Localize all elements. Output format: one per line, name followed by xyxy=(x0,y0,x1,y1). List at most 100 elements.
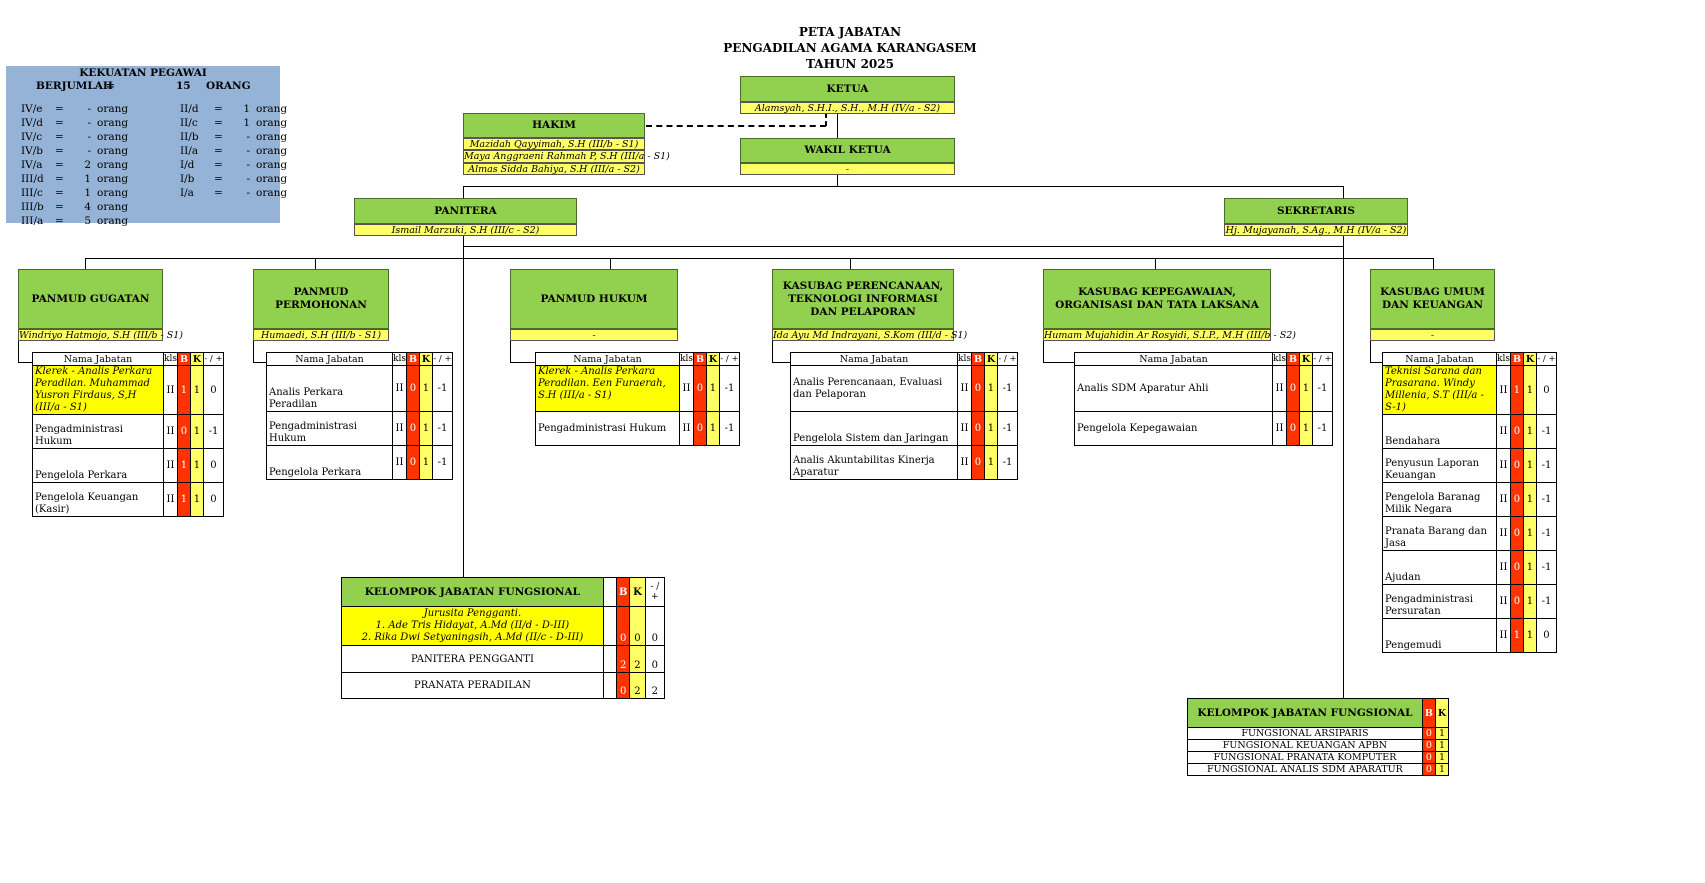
job-b: 0 xyxy=(692,411,707,446)
connector xyxy=(1370,340,1371,362)
job-name: Penyusun Laporan Keuangan xyxy=(1382,448,1497,483)
job-k: 1 xyxy=(705,365,720,412)
grade-count: - xyxy=(87,117,91,129)
grade-label: II/b xyxy=(180,131,199,143)
connector xyxy=(1043,340,1044,362)
kjf-row-pranata-peradilan: PRANATA PERADILAN xyxy=(341,672,604,699)
kjf-diff-value: 0 xyxy=(644,606,666,646)
table-row: Klerek - Analis Perkara Peradilan. Muham… xyxy=(32,365,224,415)
kjf2-name: FUNGSIONAL PRANATA KOMPUTER xyxy=(1187,751,1423,764)
connector xyxy=(510,340,511,362)
kjf2-k: 1 xyxy=(1434,739,1450,752)
job-b: 0 xyxy=(405,411,420,446)
col-diff: - / + xyxy=(1535,352,1557,366)
job-diff: 0 xyxy=(1535,365,1557,415)
ketua-box: KETUA xyxy=(740,76,955,102)
grade-unit: orang xyxy=(256,103,288,115)
summary-row: I/b=-orang xyxy=(180,172,287,186)
job-diff: -1 xyxy=(1311,411,1333,446)
job-kls: II xyxy=(1496,365,1511,415)
col-diff: - / + xyxy=(996,352,1018,366)
kjf-k-value: 0 xyxy=(629,606,646,646)
job-k: 1 xyxy=(189,482,204,517)
grade-label: I/d xyxy=(180,159,195,171)
job-b: 1 xyxy=(1509,618,1524,653)
grade-eq: = xyxy=(214,103,223,115)
job-name: Pengadministrasi Persuratan xyxy=(1382,584,1497,619)
connector xyxy=(772,340,773,362)
kjf2-k: 1 xyxy=(1434,727,1450,740)
title-line-3: TAHUN 2025 xyxy=(806,57,894,71)
grade-count: 2 xyxy=(84,159,91,171)
job-diff: 0 xyxy=(202,482,224,517)
kjf2-b: 0 xyxy=(1421,739,1436,752)
unit-box: KASUBAG KEPEGAWAIAN, ORGANISASI DAN TATA… xyxy=(1043,269,1271,329)
job-k: 1 xyxy=(1522,618,1537,653)
grade-count: - xyxy=(246,159,250,171)
grade-eq: = xyxy=(214,145,223,157)
job-k: 1 xyxy=(418,365,433,412)
job-name: Pranata Barang dan Jasa xyxy=(1382,516,1497,551)
job-kls: II xyxy=(1496,618,1511,653)
kjf-diff-value: 2 xyxy=(644,672,666,699)
col-kls: kls xyxy=(1496,352,1511,366)
connector xyxy=(85,258,1434,259)
job-kls: II xyxy=(163,365,178,415)
col-nama-jabatan: Nama Jabatan xyxy=(1382,352,1497,366)
connector xyxy=(253,362,266,363)
job-kls: II xyxy=(392,445,407,480)
kjf-line: Jurusita Pengganti. xyxy=(423,608,522,619)
kjf2-b: 0 xyxy=(1421,751,1436,764)
job-kls: II xyxy=(1496,414,1511,449)
col-b: B xyxy=(1509,352,1524,366)
grade-count: - xyxy=(246,173,250,185)
job-diff: -1 xyxy=(431,411,453,446)
grade-label: IV/a xyxy=(21,159,43,171)
summary-total: BERJUMLAH = 15 ORANG xyxy=(6,80,280,93)
col-kls: kls xyxy=(163,352,178,366)
connector xyxy=(253,340,254,362)
total-value: 15 xyxy=(176,80,191,92)
job-k: 1 xyxy=(1522,448,1537,483)
job-b: 0 xyxy=(405,445,420,480)
grade-count: 1 xyxy=(84,187,91,199)
job-b: 0 xyxy=(1509,584,1524,619)
job-b: 1 xyxy=(1509,365,1524,415)
job-diff: -1 xyxy=(1535,584,1557,619)
job-name: Analis Perencanaan, Evaluasi dan Pelapor… xyxy=(790,365,958,412)
grade-label: II/a xyxy=(180,145,199,157)
job-diff: -1 xyxy=(996,411,1018,446)
grade-eq: = xyxy=(55,201,64,213)
connector xyxy=(772,362,790,363)
job-kls: II xyxy=(392,365,407,412)
job-kls: II xyxy=(1496,550,1511,585)
job-kls: II xyxy=(957,411,972,446)
summary-row: I/a=-orang xyxy=(180,186,287,200)
col-diff: - / + xyxy=(202,352,224,366)
chart-title: PETA JABATAN PENGADILAN AGAMA KARANGASEM… xyxy=(700,24,1000,72)
job-k: 1 xyxy=(983,411,998,446)
kjf-spacer xyxy=(602,672,618,699)
unit-box: PANMUD PERMOHONAN xyxy=(253,269,389,329)
job-k: 1 xyxy=(1522,550,1537,585)
hakim-dashed-link xyxy=(825,113,827,126)
grade-label: II/c xyxy=(180,117,198,129)
job-diff: -1 xyxy=(1535,414,1557,449)
unit-box: KASUBAG UMUM DAN KEUANGAN xyxy=(1370,269,1495,329)
job-b: 0 xyxy=(176,414,191,449)
job-k: 1 xyxy=(418,411,433,446)
kjf-row-panitera-pengganti: PANITERA PENGGANTI xyxy=(341,645,604,673)
col-diff: - / + xyxy=(718,352,740,366)
job-diff: 0 xyxy=(1535,618,1557,653)
col-kls: kls xyxy=(1272,352,1287,366)
col-diff: - / + xyxy=(431,352,453,366)
